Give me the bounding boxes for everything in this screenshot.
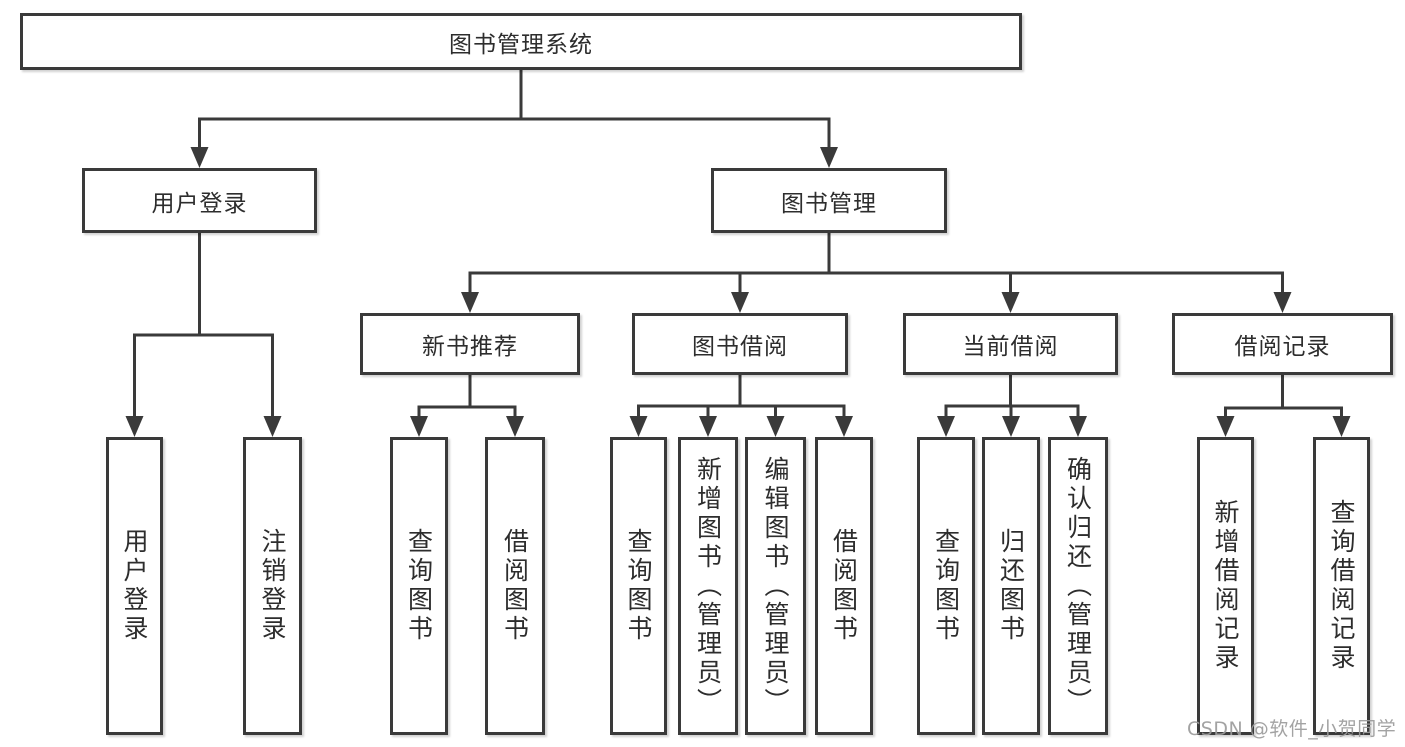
node-leaf-query-books-current: 查询图书 xyxy=(917,437,975,735)
node-leaf-logout: 注销登录 xyxy=(243,437,302,735)
node-label: 借阅图书 xyxy=(829,528,859,644)
node-user-login: 用户登录 xyxy=(82,168,317,233)
node-leaf-borrow-books-recommend: 借阅图书 xyxy=(485,437,545,735)
node-book-management: 图书管理 xyxy=(711,168,947,233)
node-leaf-confirm-return-admin: 确认归还（管理员） xyxy=(1048,437,1108,735)
node-library-system: 图书管理系统 xyxy=(20,13,1022,70)
node-label: 新增借阅记录 xyxy=(1211,499,1240,673)
node-leaf-query-borrow-record: 查询借阅记录 xyxy=(1313,437,1370,735)
node-label: 查询图书 xyxy=(624,528,653,644)
node-book-borrowing: 图书借阅 xyxy=(632,313,848,375)
node-leaf-return-book: 归还图书 xyxy=(982,437,1040,735)
node-leaf-user-login: 用户登录 xyxy=(106,437,163,735)
node-label: 新增图书（管理员） xyxy=(693,455,723,717)
node-label: 查询借阅记录 xyxy=(1327,499,1356,673)
node-new-book-recommend: 新书推荐 xyxy=(360,313,580,375)
node-label: 归还图书 xyxy=(996,528,1026,644)
node-leaf-add-borrow-record: 新增借阅记录 xyxy=(1197,437,1254,735)
node-label: 确认归还（管理员） xyxy=(1063,455,1093,717)
node-label: 借阅图书 xyxy=(500,528,530,644)
watermark: CSDN @软件_小贺同学 xyxy=(1187,718,1397,740)
node-leaf-edit-book-admin: 编辑图书（管理员） xyxy=(745,437,806,735)
node-leaf-query-books-recommend: 查询图书 xyxy=(390,437,448,735)
node-leaf-add-book-admin: 新增图书（管理员） xyxy=(678,437,738,735)
node-label: 查询图书 xyxy=(404,528,434,644)
node-leaf-query-books-borrowing: 查询图书 xyxy=(610,437,667,735)
node-label: 查询图书 xyxy=(931,528,961,644)
node-current-borrowing: 当前借阅 xyxy=(903,313,1118,375)
node-borrow-records: 借阅记录 xyxy=(1172,313,1393,375)
node-label: 注销登录 xyxy=(258,528,287,644)
node-leaf-borrow-books: 借阅图书 xyxy=(815,437,873,735)
node-label: 用户登录 xyxy=(120,528,149,644)
node-label: 编辑图书（管理员） xyxy=(761,455,790,717)
